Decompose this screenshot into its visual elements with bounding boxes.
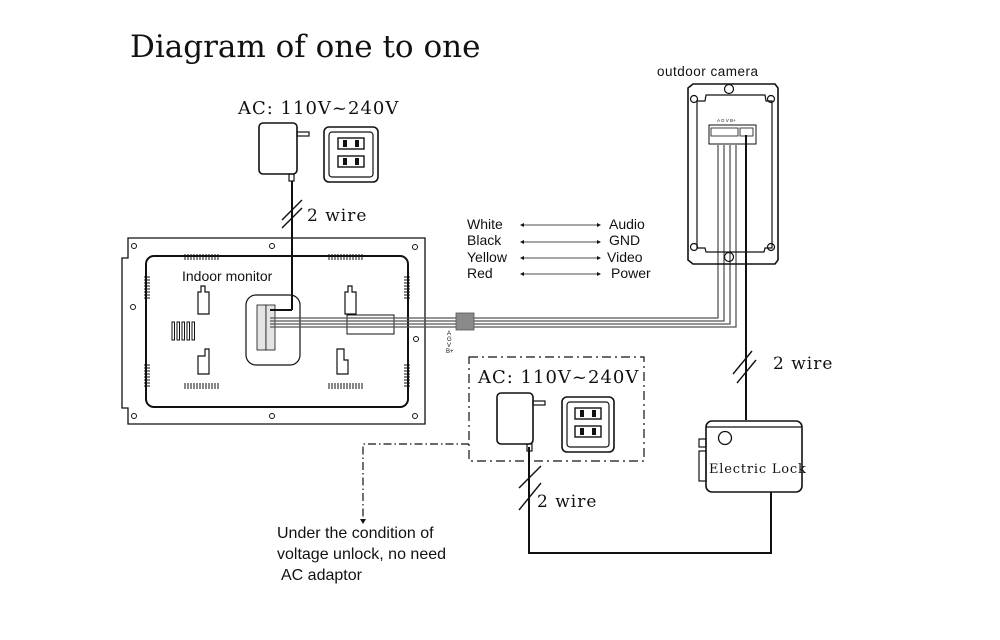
arrow-right-icon [597, 240, 601, 244]
camera-terminal-block [708, 124, 757, 145]
power-supply-lock: AC: 110V~240V 2 wire [468, 356, 645, 512]
wire-slash-icon [736, 359, 757, 384]
diagram-title: Diagram of one to one [130, 29, 480, 65]
legend-wire-color: Yellow [467, 249, 508, 265]
arrow-left-icon [520, 240, 524, 244]
power-lock-label: AC: 110V~240V [477, 367, 639, 388]
legend-signal: Audio [609, 216, 645, 232]
legend-wire-color: Black [467, 232, 502, 248]
wire-slash-icon [518, 465, 542, 489]
optional-power-box [468, 356, 645, 462]
note-line-3: AC adaptor [281, 567, 363, 584]
power-lock-wire-label: 2 wire [537, 492, 597, 512]
lock-keyhole-icon [717, 430, 733, 446]
wall-outlet-icon [561, 396, 615, 453]
pin-label: G [447, 337, 452, 343]
four-wire-cable [270, 145, 737, 328]
note-line-2: voltage unlock, no need [277, 546, 446, 563]
wire-color-legend: White Audio Black GND Yellow Video Red P… [467, 216, 651, 281]
arrow-left-icon [520, 256, 524, 260]
note-line-1: Under the condition of [277, 525, 434, 542]
legend-wire-color: White [467, 216, 503, 232]
monitor-connector-housing [245, 294, 301, 366]
legend-row: Yellow Video [467, 249, 643, 265]
connector-pin-labels: A G V B+ [446, 331, 454, 355]
wire-slash-icon [732, 350, 753, 375]
electric-lock: Electric Lock [528, 420, 807, 554]
arrow-left-icon [520, 223, 524, 227]
camera-body-outer [687, 83, 779, 265]
legend-signal: Video [607, 249, 643, 265]
wire-slash-icon [518, 482, 542, 511]
ac-adapter-icon [258, 122, 310, 182]
lock-return-wire [528, 447, 772, 554]
ac-adapter-icon [496, 392, 546, 452]
legend-row: White Audio [467, 216, 645, 232]
vent-grill [144, 254, 410, 389]
pin-label: A [447, 331, 451, 337]
arrow-right-icon [597, 272, 601, 276]
outdoor-camera: outdoor camera A G V B+ 2 wire [657, 64, 833, 420]
wire-slash-icon [281, 199, 303, 221]
outdoor-camera-label: outdoor camera [657, 64, 759, 79]
wire-slash-icon [281, 207, 303, 229]
lock-body [705, 420, 803, 493]
note: Under the condition of voltage unlock, n… [277, 443, 469, 584]
monitor-bracket-outline [121, 237, 426, 425]
electric-lock-label: Electric Lock [709, 462, 807, 477]
legend-signal: Power [611, 265, 651, 281]
arrow-right-icon [597, 256, 601, 260]
camera-body-inner [696, 94, 773, 253]
power-top-wire-label: 2 wire [307, 206, 367, 226]
power-top-label: AC: 110V~240V [237, 98, 399, 119]
legend-row: Red Power [467, 265, 651, 281]
monitor-body [145, 255, 409, 408]
pin-label: B+ [446, 349, 454, 355]
arrow-right-icon [597, 223, 601, 227]
camera-lock-wire-label: 2 wire [773, 354, 833, 374]
legend-wire-color: Red [467, 265, 493, 281]
wall-outlet-icon [323, 126, 379, 183]
legend-row: Black GND [467, 232, 640, 248]
indoor-monitor-label: Indoor monitor [182, 268, 273, 284]
legend-signal: GND [609, 232, 640, 248]
power-supply-top: AC: 110V~240V 2 wire [237, 98, 399, 310]
note-pointer-line [362, 443, 469, 520]
pin-label: V [447, 343, 451, 349]
camera-pin-labels: A G V B+ [717, 118, 736, 123]
indoor-monitor: Indoor monitor [121, 237, 426, 425]
arrow-down-icon [360, 519, 366, 524]
arrow-left-icon [520, 272, 524, 276]
cable-connector [455, 312, 475, 331]
